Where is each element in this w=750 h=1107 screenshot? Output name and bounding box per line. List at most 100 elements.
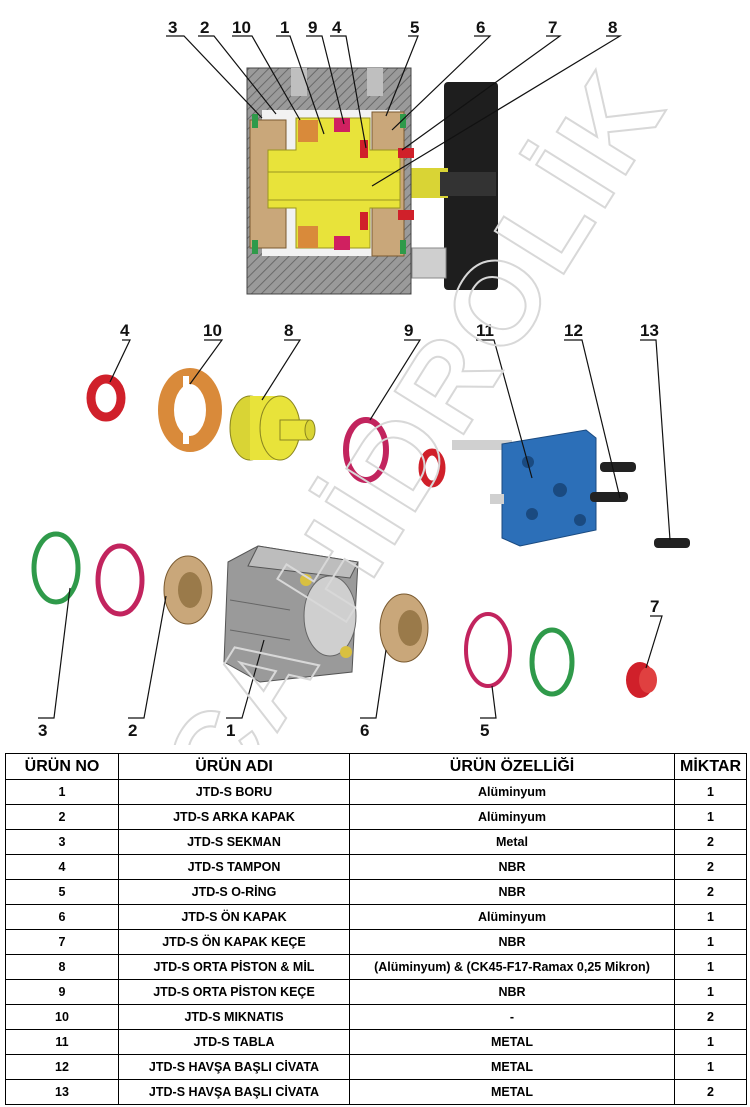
- table-cell: 5: [5, 879, 119, 905]
- part-5-oring-left: [95, 543, 145, 617]
- table-cell: 2: [674, 1004, 747, 1030]
- callout-cs-2: 2: [200, 18, 209, 37]
- part-2-rear-cap: [163, 555, 213, 625]
- cylinder-diagram: 3 2 10 1 9 4 5 6 7 8: [19, 18, 693, 745]
- table-cell: 1: [674, 979, 747, 1005]
- table-cell: Alüminyum: [349, 804, 675, 830]
- callout-ex-3: 3: [38, 721, 47, 740]
- table-cell: JTD-S ORTA PİSTON KEÇE: [118, 979, 350, 1005]
- table-cell: 1: [674, 804, 747, 830]
- table-cell: 4: [5, 854, 119, 880]
- cross-section-view: [246, 67, 498, 295]
- table-cell: JTD-S TAMPON: [118, 854, 350, 880]
- callout-cs-4: 4: [332, 18, 342, 37]
- callout-ex-1: 1: [226, 721, 235, 740]
- table-cell: 1: [674, 929, 747, 955]
- callout-cs-7: 7: [548, 18, 557, 37]
- callout-cs-3: 3: [168, 18, 177, 37]
- part-3-circlip: [31, 531, 81, 605]
- table-cell: JTD-S O-RİNG: [118, 879, 350, 905]
- cross-section-leaders: [166, 35, 623, 187]
- callout-ex-7: 7: [650, 597, 659, 616]
- table-cell: METAL: [349, 1029, 675, 1055]
- table-cell: 7: [5, 929, 119, 955]
- table-cell: 8: [5, 954, 119, 980]
- callout-cs-6: 6: [476, 18, 485, 37]
- table-cell: 1: [674, 904, 747, 930]
- table-cell: JTD-S BORU: [118, 779, 350, 805]
- callout-cs-8: 8: [608, 18, 617, 37]
- callout-ex-5: 5: [480, 721, 489, 740]
- callout-ex-4: 4: [120, 321, 130, 340]
- table-cell: NBR: [349, 979, 675, 1005]
- table-cell: 1: [674, 954, 747, 980]
- callout-ex-8: 8: [284, 321, 293, 340]
- table-cell: 1: [674, 1029, 747, 1055]
- part-12-bolts: [590, 462, 636, 502]
- callout-ex-12: 12: [564, 321, 583, 340]
- part-11-plate: [452, 429, 597, 547]
- table-cell: 1: [5, 779, 119, 805]
- table-cell: Alüminyum: [349, 904, 675, 930]
- callout-ex-10: 10: [203, 321, 222, 340]
- table-cell: NBR: [349, 854, 675, 880]
- callout-cs-9: 9: [308, 18, 317, 37]
- header-urun-adi: ÜRÜN ADI: [118, 753, 350, 780]
- cross-section-magnet: [298, 120, 318, 142]
- table-cell: 9: [5, 979, 119, 1005]
- exploded-leaders: [38, 339, 671, 719]
- table-cell: NBR: [349, 929, 675, 955]
- table-cell: JTD-S ÖN KAPAK KEÇE: [118, 929, 350, 955]
- part-10-magnet: [158, 368, 222, 452]
- table-cell: JTD-S HAVŞA BAŞLI CİVATA: [118, 1079, 350, 1105]
- callout-ex-13: 13: [640, 321, 659, 340]
- part-1-body: [223, 545, 359, 683]
- callout-cs-1: 1: [280, 18, 289, 37]
- table-cell: JTD-S SEKMAN: [118, 829, 350, 855]
- header-urun-no: ÜRÜN NO: [5, 753, 119, 780]
- table-cell: Metal: [349, 829, 675, 855]
- table-cell: NBR: [349, 879, 675, 905]
- table-cell: -: [349, 1004, 675, 1030]
- part-3-circlip-right: [529, 627, 575, 697]
- table-cell: JTD-S MIKNATIS: [118, 1004, 350, 1030]
- table-cell: 1: [674, 1054, 747, 1080]
- table-cell: 3: [5, 829, 119, 855]
- table-cell: 2: [674, 829, 747, 855]
- table-cell: JTD-S HAVŞA BAŞLI CİVATA: [118, 1054, 350, 1080]
- table-cell: Alüminyum: [349, 779, 675, 805]
- table-cell: 6: [5, 904, 119, 930]
- part-6-front-cap: [379, 593, 429, 663]
- table-cell: 12: [5, 1054, 119, 1080]
- part-7-seal-upper: [418, 448, 446, 488]
- table-cell: 13: [5, 1079, 119, 1105]
- part-5-oring-right: [464, 612, 512, 688]
- table-header-row: ÜRÜN NO ÜRÜN ADI ÜRÜN ÖZELLİĞİ MİKTAR: [5, 753, 747, 780]
- part-13-bolt: [654, 538, 690, 548]
- table-cell: JTD-S ÖN KAPAK: [118, 904, 350, 930]
- callout-ex-11: 11: [476, 321, 494, 340]
- callout-ex-2: 2: [128, 721, 137, 740]
- table-cell: 2: [674, 854, 747, 880]
- header-miktar: MİKTAR: [674, 753, 747, 780]
- table-cell: 2: [674, 879, 747, 905]
- callout-ex-6: 6: [360, 721, 369, 740]
- table-cell: (Alüminyum) & (CK45-F17-Ramax 0,25 Mikro…: [349, 954, 675, 980]
- table-cell: 2: [674, 1079, 747, 1105]
- table-cell: METAL: [349, 1054, 675, 1080]
- header-urun-ozelligi: ÜRÜN ÖZELLİĞİ: [349, 753, 675, 780]
- part-4-bumper: [86, 374, 126, 422]
- table-cell: 10: [5, 1004, 119, 1030]
- table-cell: METAL: [349, 1079, 675, 1105]
